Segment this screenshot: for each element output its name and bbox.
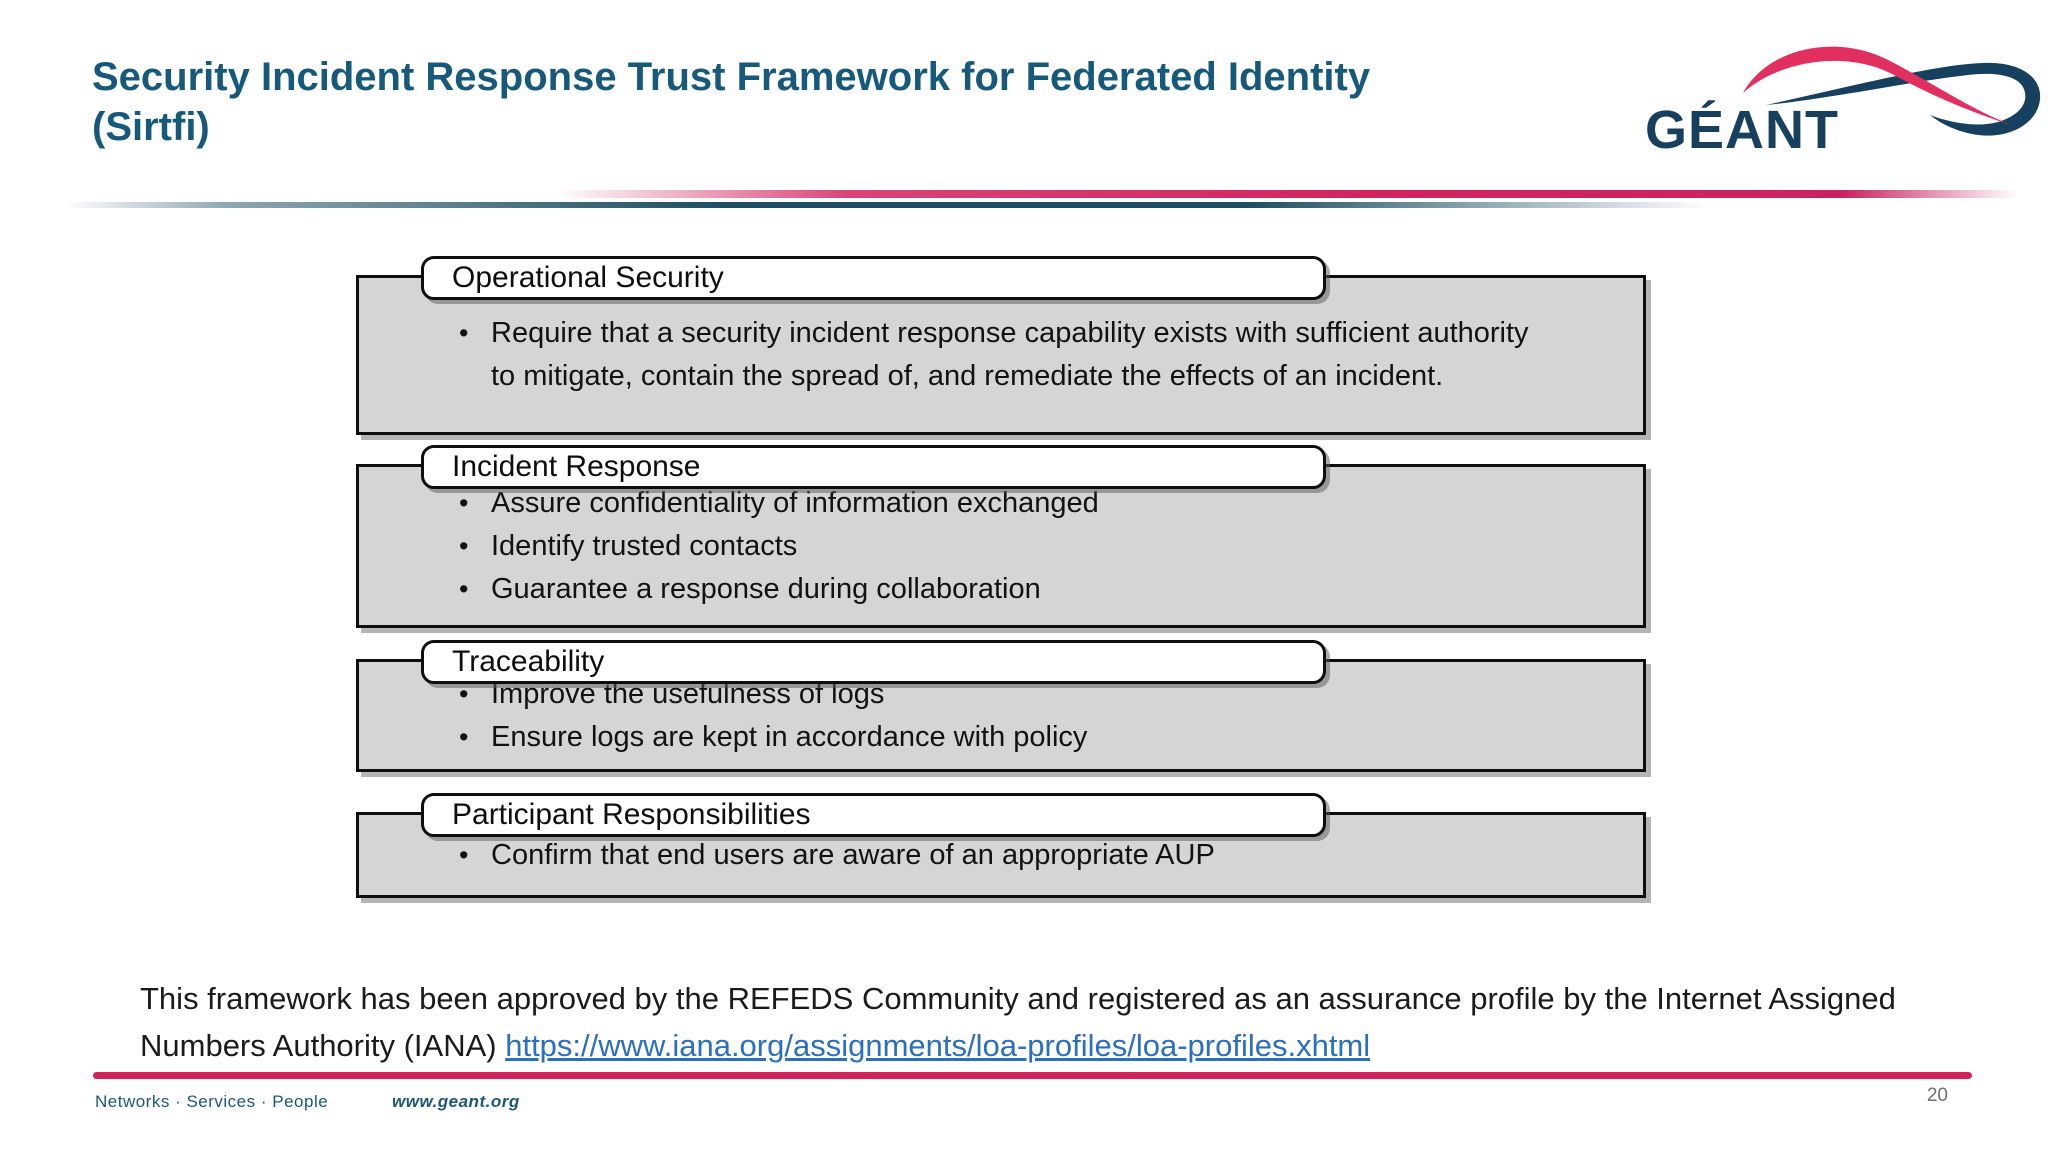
bullet-list: Confirm that end users are aware of an a… [359, 834, 1245, 877]
approval-note-text: This framework has been approved by the … [140, 981, 1896, 1063]
bullet-item: Identify trusted contacts [455, 525, 1099, 568]
section-box-incident-response: Incident Response Assure confidentiality… [356, 445, 1646, 628]
footer-tagline: Networks · Services · People [95, 1092, 329, 1111]
section-box-traceability: Traceability Improve the usefulness of l… [356, 640, 1646, 772]
section-heading: Incident Response [452, 450, 701, 483]
section-heading: Traceability [452, 645, 605, 678]
bullet-item: Ensure logs are kept in accordance with … [455, 716, 1087, 759]
bullet-item: Assure confidentiality of information ex… [455, 482, 1099, 525]
header-divider-pink [556, 190, 2018, 198]
iana-profile-link[interactable]: https://www.iana.org/assignments/loa-pro… [505, 1028, 1371, 1063]
section-heading-tab: Operational Security [421, 256, 1326, 300]
header-divider-teal [64, 202, 1710, 208]
footer-website: www.geant.org [392, 1092, 520, 1111]
section-heading-tab: Incident Response [421, 445, 1326, 489]
geant-swoosh-icon [1743, 46, 2041, 136]
footer-divider [93, 1072, 1972, 1079]
page-title: Security Incident Response Trust Framewo… [92, 52, 1612, 152]
bullet-list: Require that a security incident respons… [359, 312, 1566, 398]
bullet-list: Improve the usefulness of logs Ensure lo… [359, 673, 1117, 759]
section-heading-tab: Traceability [421, 640, 1326, 684]
page-title-line2: (Sirtfi) [92, 105, 210, 149]
geant-logo: GÉANT [1630, 15, 2048, 190]
section-heading: Participant Responsibilities [452, 798, 811, 831]
bullet-item: Confirm that end users are aware of an a… [455, 834, 1215, 877]
approval-note: This framework has been approved by the … [140, 975, 1930, 1069]
section-box-participant-responsibilities: Participant Responsibilities Confirm tha… [356, 793, 1646, 898]
section-heading-tab: Participant Responsibilities [421, 793, 1326, 837]
bullet-list: Assure confidentiality of information ex… [359, 482, 1129, 611]
section-box-operational-security: Operational Security Require that a secu… [356, 256, 1646, 435]
page-title-line1: Security Incident Response Trust Framewo… [92, 55, 1371, 99]
bullet-item: Require that a security incident respons… [455, 312, 1536, 398]
page-number: 20 [1926, 1085, 1948, 1106]
section-heading: Operational Security [452, 261, 724, 294]
geant-wordmark: GÉANT [1645, 100, 1839, 160]
bullet-item: Guarantee a response during collaboratio… [455, 568, 1099, 611]
